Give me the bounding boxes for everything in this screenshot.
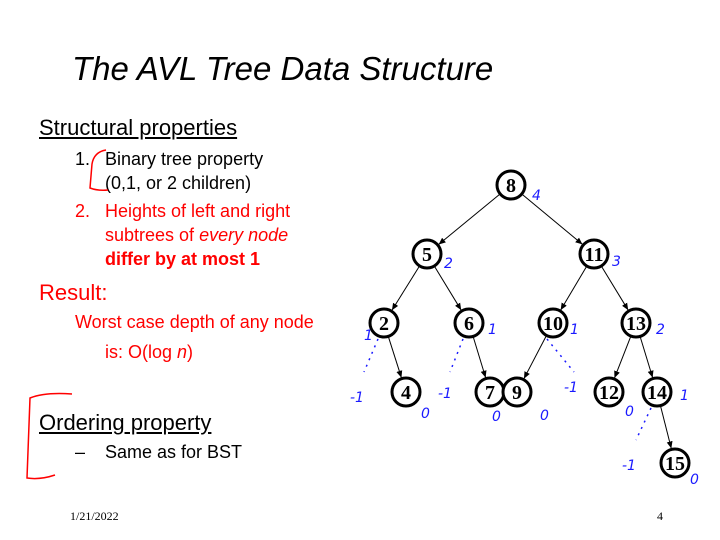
result-line2: is: O(log n) xyxy=(105,342,193,363)
structural-heading: Structural properties xyxy=(39,115,238,140)
node-circle xyxy=(537,307,569,339)
node-key: 5 xyxy=(422,244,432,266)
ordering-item: Same as for BST xyxy=(105,442,243,462)
node-circle xyxy=(593,376,625,408)
tree-node: 10 1 xyxy=(537,307,579,339)
tree-edge xyxy=(472,336,487,378)
node-key: 14 xyxy=(647,382,667,404)
result-line1: Worst case depth of any node xyxy=(75,312,314,332)
null-height-label: -1 xyxy=(438,386,452,402)
node-height-label: 1 xyxy=(364,328,373,344)
tree-edge xyxy=(387,336,403,378)
node-height-label: 1 xyxy=(488,322,497,338)
tree-edge xyxy=(659,405,673,449)
node-key: 2 xyxy=(379,313,389,335)
tree-edge xyxy=(521,193,583,245)
tree-edge xyxy=(600,265,629,311)
null-edges: -1 -1 -1 -1 xyxy=(350,338,652,474)
node-circle xyxy=(411,238,443,270)
node-key: 6 xyxy=(464,313,474,335)
result-n: n xyxy=(177,342,188,362)
node-key: 7 xyxy=(485,382,495,404)
item2-line1: Heights of left and right xyxy=(105,201,291,221)
node-key: 12 xyxy=(599,382,619,404)
item1-number: 1. xyxy=(75,149,91,169)
tree-edge xyxy=(523,335,547,379)
tree-edge xyxy=(433,265,462,311)
ordering-heading: Ordering property xyxy=(39,410,212,435)
null-child-dashed-edge xyxy=(363,338,379,373)
node-height-label: 2 xyxy=(656,322,665,338)
node-circle xyxy=(659,447,691,479)
result-line2-c: ) xyxy=(187,342,194,362)
result-line2-a: is: O(log xyxy=(105,342,178,362)
result-heading: Result: xyxy=(39,280,108,305)
item2-line2: subtrees of every node xyxy=(105,225,288,246)
node-key: 8 xyxy=(506,175,516,197)
null-height-label: -1 xyxy=(622,458,636,474)
red-bracket-item1 xyxy=(89,149,109,191)
tree-edge xyxy=(560,265,588,311)
tree-edge xyxy=(639,336,654,378)
item1-line1: Binary tree property xyxy=(105,149,264,169)
tree-node: 14 1 xyxy=(641,376,689,408)
tree-edge xyxy=(614,335,632,379)
node-key: 10 xyxy=(543,313,563,335)
tree-node: 40 xyxy=(390,376,430,422)
tree-edge xyxy=(391,265,421,311)
node-key: 15 xyxy=(665,453,685,475)
node-height-label: 0 xyxy=(540,408,549,424)
node-key: 4 xyxy=(401,382,411,404)
tree-edge xyxy=(438,193,501,245)
node-circle xyxy=(368,307,400,339)
ordering-dash: – xyxy=(75,442,86,462)
node-height-label: 0 xyxy=(625,404,634,420)
node-circle xyxy=(453,307,485,339)
node-circle xyxy=(578,238,610,270)
node-circle xyxy=(390,376,422,408)
item2-line2-text: subtrees of xyxy=(105,225,200,245)
tree-node: 15 0 xyxy=(659,447,699,488)
node-circle xyxy=(620,307,652,339)
null-child-dashed-edge xyxy=(546,338,575,373)
tree-node: 11 3 xyxy=(578,238,621,270)
item2-emphasis: every node xyxy=(199,225,289,245)
slide-title: The AVL Tree Data Structure xyxy=(72,50,494,87)
red-bracket-ordering xyxy=(26,392,73,480)
node-circle xyxy=(641,376,673,408)
null-child-dashed-edge xyxy=(449,338,464,373)
node-key: 9 xyxy=(512,382,522,404)
node-circle xyxy=(501,376,533,408)
null-height-label: -1 xyxy=(564,380,578,396)
node-height-label: 2 xyxy=(444,256,453,272)
item2-line3: differ by at most 1 xyxy=(105,249,261,269)
tree-edges xyxy=(387,193,673,449)
tree-node: 13 2 xyxy=(620,307,665,339)
node-height-label: 1 xyxy=(570,322,579,338)
node-height-label: 0 xyxy=(690,472,699,488)
footer-page-number: 4 xyxy=(657,509,663,523)
tree-node: 90 xyxy=(501,376,549,424)
item1-line2: (0,1, or 2 children) xyxy=(105,173,252,193)
tree-node: 21 xyxy=(364,307,400,344)
node-key: 11 xyxy=(585,244,604,266)
null-child-dashed-edge xyxy=(635,407,652,441)
node-height-label: 4 xyxy=(532,188,541,204)
node-key: 13 xyxy=(626,313,646,335)
node-height-label: 0 xyxy=(421,406,430,422)
null-height-label: -1 xyxy=(350,390,364,406)
item2-number: 2. xyxy=(75,201,91,221)
node-height-label: 1 xyxy=(680,388,689,404)
footer-date: 1/21/2022 xyxy=(70,509,119,523)
node-height-label: 3 xyxy=(612,254,621,270)
tree-node: 70 xyxy=(474,376,506,425)
tree-node: 12 0 xyxy=(593,376,634,420)
node-circle xyxy=(495,169,527,201)
node-height-label: 0 xyxy=(492,409,501,425)
